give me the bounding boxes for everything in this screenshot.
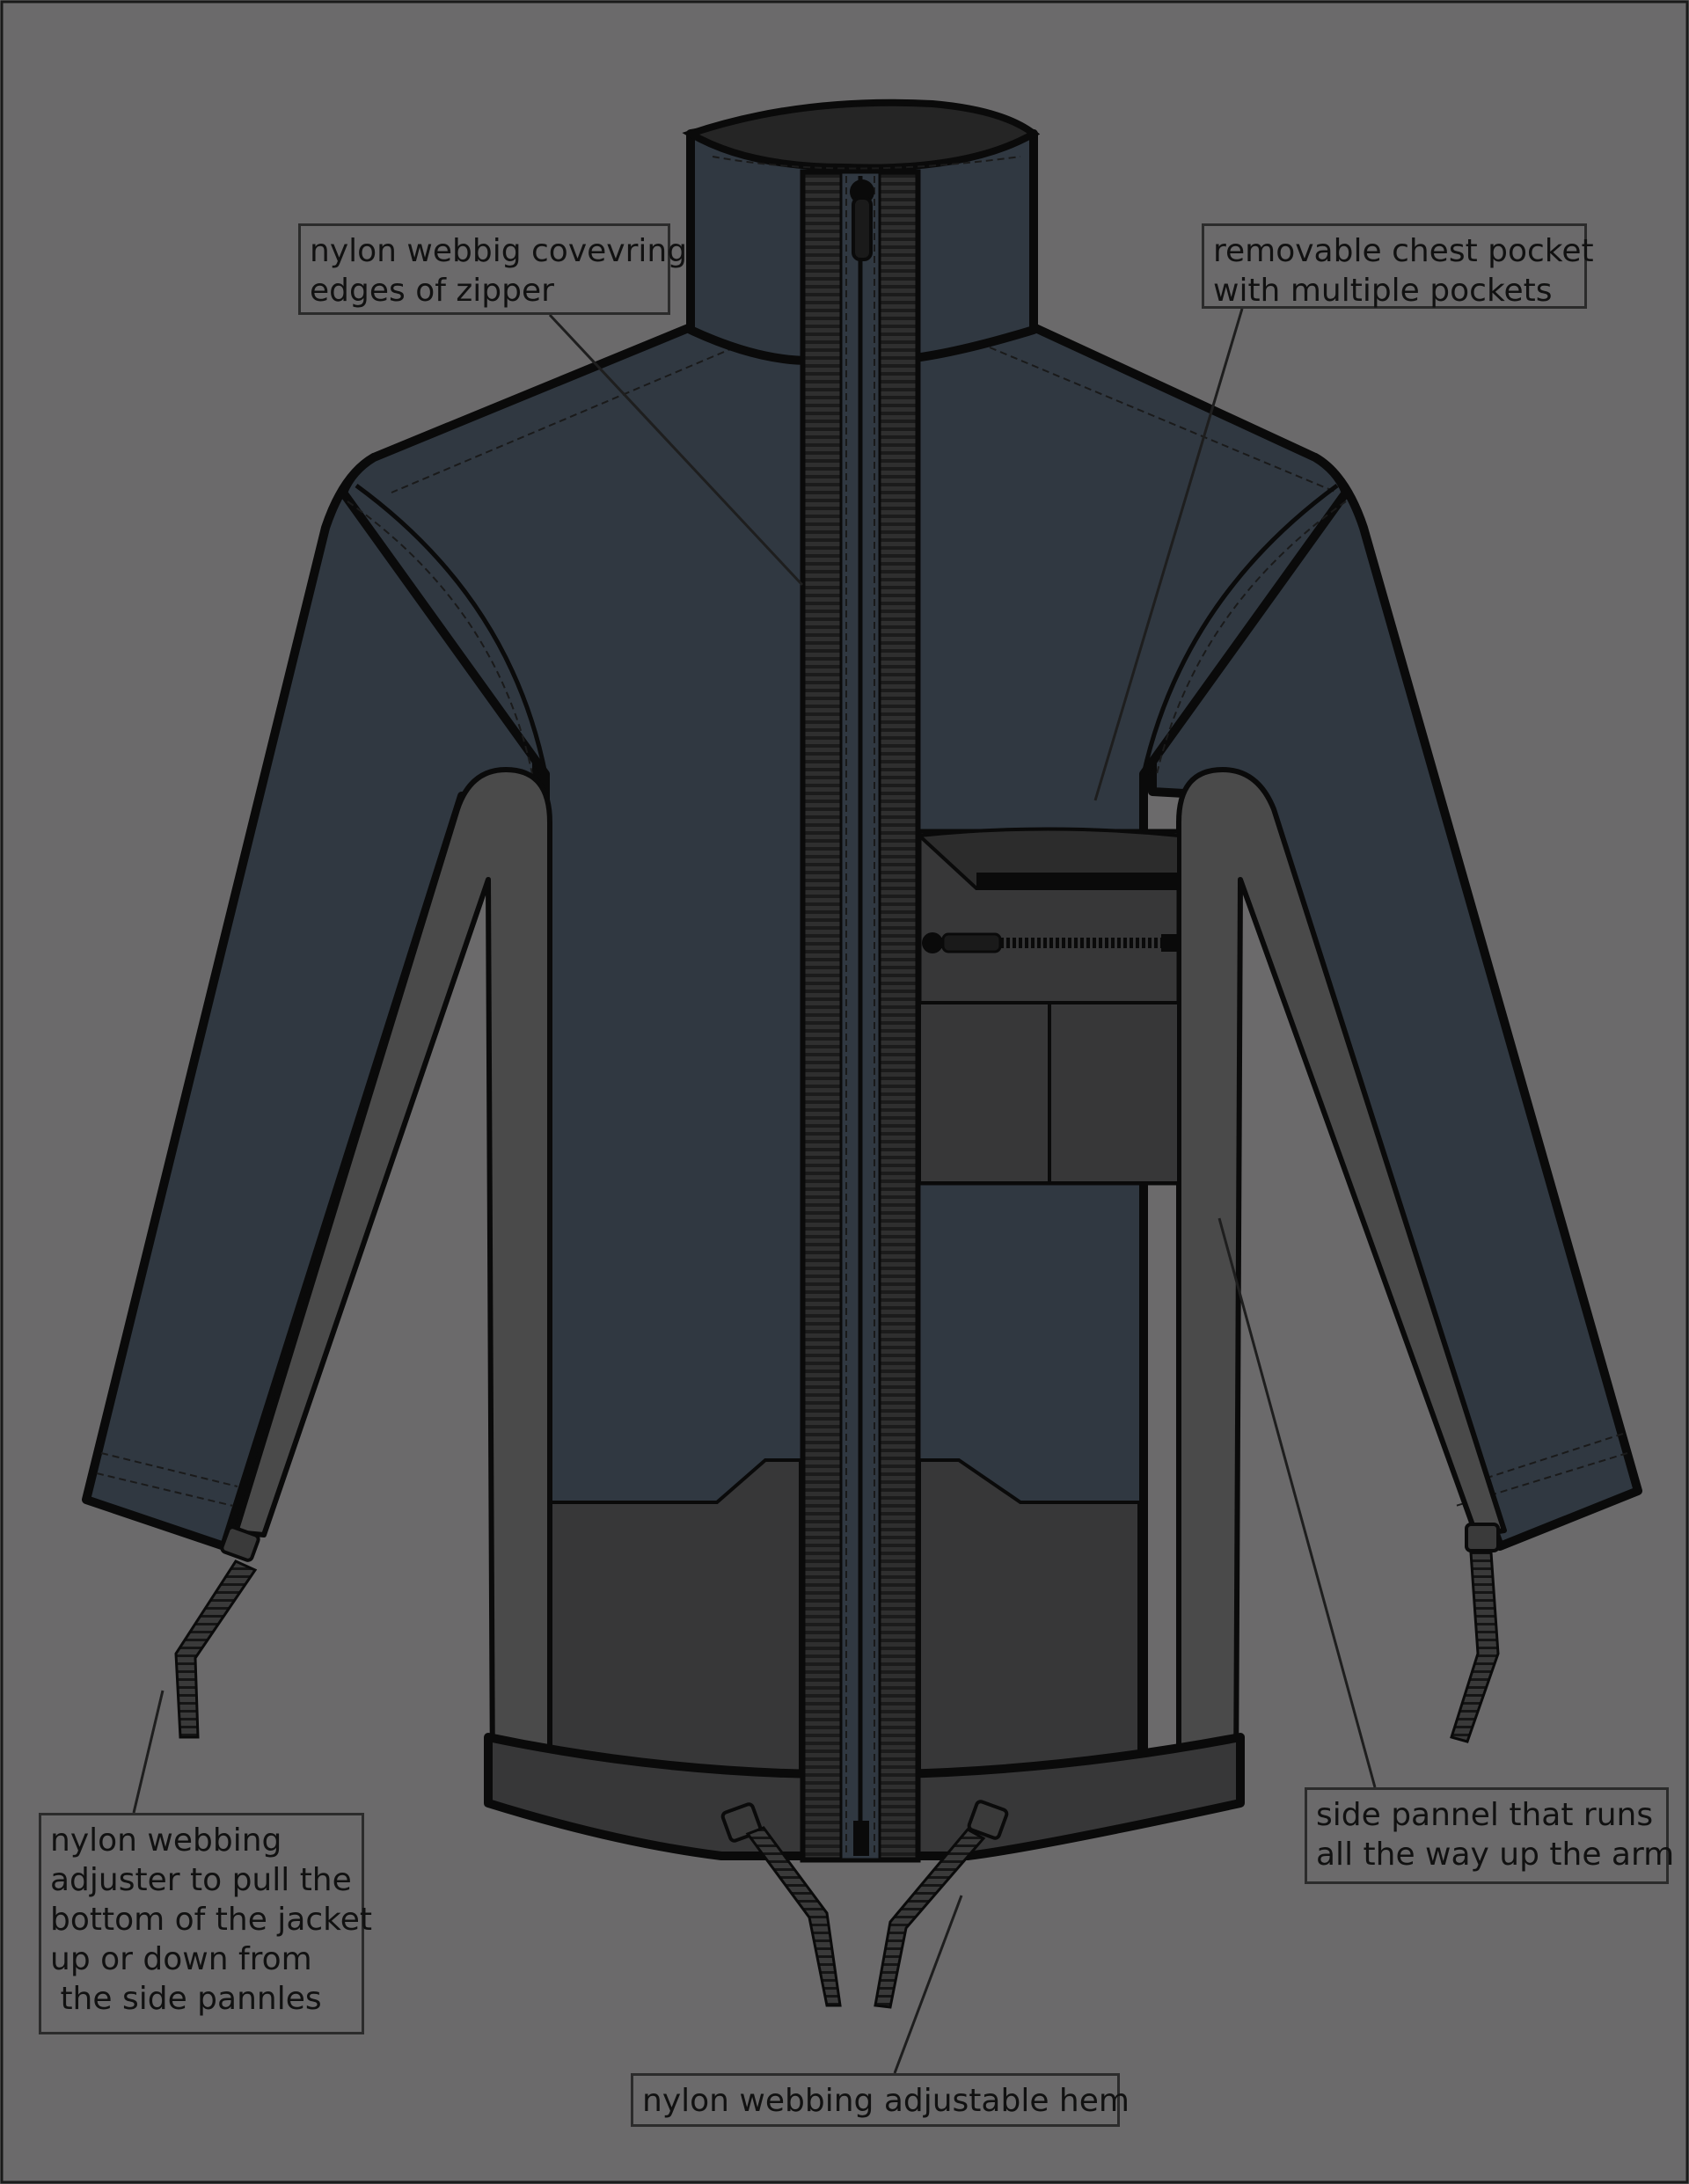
collar-stitch — [712, 156, 1021, 170]
leader-lines — [132, 308, 1377, 2074]
leader-hem — [893, 1895, 963, 2074]
front-zipper — [800, 169, 921, 1863]
armhole-stitch-right — [1156, 500, 1347, 775]
callout-adjustable-hem: nylon webbing adjustable hem — [631, 2073, 1130, 2127]
shoulder-seam-right — [989, 347, 1338, 493]
hem-webbing-left — [720, 1802, 842, 2007]
armhole-seam-left — [355, 483, 548, 775]
callout-webbing-adjuster: nylon webbing adjuster to pull the botto… — [39, 1813, 372, 2034]
chest-pocket — [915, 827, 1181, 1186]
leader-side-panel — [1217, 1217, 1377, 1788]
collar-inner — [682, 99, 1041, 172]
armhole-stitch-left — [347, 500, 533, 775]
armhole-seam-right — [1141, 483, 1339, 775]
leader-chest-pocket — [1093, 308, 1244, 801]
hem-webbing-right — [874, 1800, 1009, 2009]
left-cuff-stitch — [96, 1452, 238, 1507]
leader-zipper — [548, 313, 804, 587]
callout-zipper-webbing: nylon webbig covevring edges of zipper — [298, 223, 687, 315]
leader-adjuster — [132, 1690, 165, 1814]
side-panel-right — [1176, 767, 1507, 1788]
right-sleeve-webbing — [1450, 1523, 1500, 1743]
callout-chest-pocket: removable chest pocket with multiple poc… — [1202, 223, 1594, 309]
callout-side-panel: side pannel that runs all the way up the… — [1305, 1787, 1674, 1884]
left-sleeve-webbing — [174, 1525, 260, 1739]
shoulder-seam-left — [391, 347, 735, 493]
